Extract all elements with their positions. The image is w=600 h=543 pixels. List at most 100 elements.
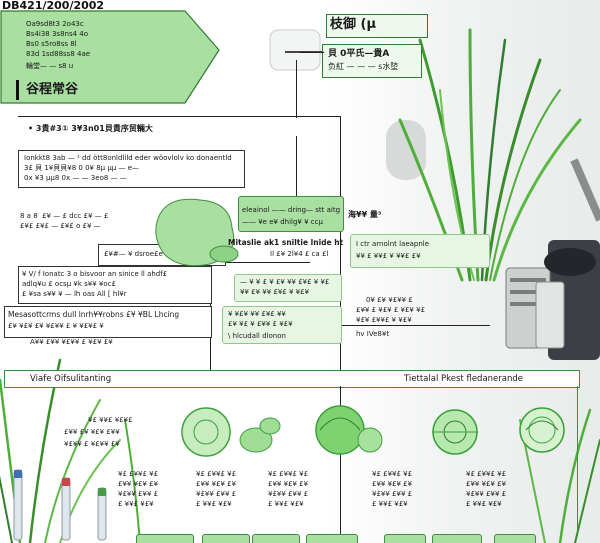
flow-box-d — [234, 274, 342, 302]
caption-line: £¥¥ ¥£¥ £¥ — [466, 480, 507, 488]
connector-line — [300, 52, 324, 53]
flow-box-b-text: £¥#— ¥ dsroe£e oooyioqngµ — [104, 250, 207, 258]
bottom-tab — [252, 534, 300, 543]
band-edge — [577, 386, 578, 536]
caption-line: ¥£¥¥ £¥¥ £ — [118, 490, 159, 498]
caption-line: ¥£¥¥ £¥¥ £ — [268, 490, 309, 498]
bottom-tab — [432, 534, 482, 543]
flow-box-e-line: Mesasottcrms dull lnrh¥¥robns £¥ ¥BL Lhc… — [8, 310, 180, 319]
right-block-line: hv IVe8¥t — [356, 330, 390, 338]
specimen-icon-1 — [181, 407, 281, 457]
top-line-text: • 3貴#3① 3¥3n01貝貴序贸輛大 — [28, 124, 153, 133]
bottom-left-label-line: ¥£ ¥¥£ ¥£¥£ — [88, 416, 133, 424]
top-right-label-box — [322, 44, 422, 78]
mid-green-line: —— ¥e e¥ dhilg¥ ¥ ccµ — [242, 218, 323, 226]
footnote-small: A¥¥ £¥¥ ¥£¥¥ £ ¥£¥ £¥ — [30, 338, 113, 346]
flow-box-c-line: £ ¥sa s¥¥ ¥ — lh oas All [ hl¥r — [22, 290, 127, 298]
left-note-line: 8 a 8 £¥ — £ dcc £¥ — £ — [20, 212, 109, 220]
green-blob — [155, 198, 239, 267]
flow-box-f-line: £¥ ¥£ ¥ £¥¥ £ ¥£¥ — [228, 320, 293, 328]
caption-line: £ ¥¥£ ¥£¥ — [196, 500, 232, 508]
caption-line: ¥£¥¥ £¥¥ £ — [196, 490, 237, 498]
header-info-line: 輪堂— — s8 u — [26, 62, 74, 70]
header-marker — [16, 80, 19, 100]
specimen-icon-2 — [315, 405, 383, 455]
caption-line: £¥¥ ¥£¥ £¥ — [118, 480, 159, 488]
flow-box-e-line: £¥ ¥£¥ £¥ ¥£¥¥ £ ¥ ¥£¥£ ¥ — [8, 322, 104, 330]
flow-box-f-line: ¥ ¥£¥ ¥¥ £¥£ ¥¥ — [228, 310, 286, 318]
caption-line: £¥¥ ¥£¥ £¥ — [372, 480, 413, 488]
header-info-line: Bs4i38 3s8ns4 4o — [26, 30, 89, 38]
bottom-left-label-line: ¥£¥¥ £ ¥£¥¥ £¥ — [64, 440, 120, 448]
microscope-illustration — [269, 29, 600, 360]
right-block-line: £¥¥ £ ¥£¥ £ ¥£¥ ¥£ — [356, 306, 426, 314]
left-note-line: £¥£ £¥£ — £¥£ o £¥ — — [20, 222, 101, 230]
caption-line: ¥£ £¥¥£ ¥£ — [268, 470, 309, 478]
flow-box-d-line: — ¥ ¥ £ ¥ £¥ ¥¥ £¥£ ¥ ¥£ — [240, 278, 330, 286]
top-right-line2: 负紅 — — — s水埅 — [328, 62, 399, 71]
connector-line — [18, 116, 340, 117]
center-text-line: Mitaslie ak1 sniltie lnide ht |/ — [228, 238, 346, 247]
flow-box-a-line: 3£ 貝 1¥貝貝¥8 0 0¥ 8µ µµ — e— — [24, 164, 140, 172]
doc-code: DB421/200/2002 — [2, 0, 105, 11]
flow-box-a-line: 0x ¥3 µµ8 0x — — 3eo8 — — — [24, 174, 127, 182]
header-info-line: Oa9sd8t3 2o43c — [26, 20, 84, 28]
caption-line: ¥£¥¥ £¥¥ £ — [466, 490, 507, 498]
caption-line: ¥£ £¥¥£ ¥£ — [196, 470, 237, 478]
caption-line: £ ¥¥£ ¥£¥ — [118, 500, 154, 508]
bottom-left-label-line: £¥¥ £¥ ¥£¥ £¥¥ — [64, 428, 120, 436]
caption-line: £ ¥¥£ ¥£¥ — [372, 500, 408, 508]
caption-line: ¥£ £¥¥£ ¥£ — [118, 470, 159, 478]
flow-box-c-line: ¥ V/ f Ionatc 3 o bisvoor an sinice ll a… — [22, 270, 168, 278]
section-band — [4, 370, 580, 388]
bottom-tab — [494, 534, 536, 543]
caption-line: £ ¥¥£ ¥£¥ — [466, 500, 502, 508]
flow-box-d-line: ¥¥ £¥ ¥¥ £¥£ ¥ ¥£¥ — [240, 288, 310, 296]
specimen-illustrations — [181, 405, 565, 457]
flow-box-a — [18, 150, 245, 188]
header-info-line: Bs0 s5ro8ss 8l — [26, 40, 77, 48]
connector-line — [150, 262, 310, 263]
mid-label: 海¥¥ 量³ — [348, 210, 382, 219]
top-line-box — [18, 118, 300, 136]
bottom-tab — [384, 534, 426, 543]
top-right-title-box — [326, 14, 428, 38]
flow-box-c — [18, 266, 212, 304]
connector-line — [340, 116, 341, 374]
section-title-left: Viafe Oifsulitanting — [30, 374, 112, 384]
top-right-title: 枝御 (µ — [330, 17, 377, 32]
caption-line: £ ¥¥£ ¥£¥ — [268, 500, 304, 508]
caption-line: ¥£ £¥¥£ ¥£ — [466, 470, 507, 478]
caption-line: ¥£ £¥¥£ ¥£ — [372, 470, 413, 478]
right-pale-box — [350, 234, 490, 268]
flow-box-f — [222, 306, 342, 344]
header-shape — [0, 10, 220, 104]
flow-box-f-line: \ hlcudall dlonon — [228, 332, 286, 340]
flow-box-e — [4, 306, 212, 338]
right-block-line: 0¥ £¥ ¥£¥¥ £ — [366, 296, 413, 304]
specimen-icon-4 — [519, 407, 565, 453]
caption-line: £¥¥ ¥£¥ £¥ — [268, 480, 309, 488]
header-info-line: 83d 1sd88ss8 4ae — [26, 50, 91, 58]
right-block-line: ¥£¥ £¥¥£ ¥ ¥£¥ — [356, 316, 412, 324]
connector-line — [340, 325, 490, 326]
caption-line: £¥¥ ¥£¥ £¥ — [196, 480, 237, 488]
specimen-icon-3 — [432, 409, 478, 455]
right-pale-line: I ctr arnolnt laeapnle — [356, 240, 430, 248]
mid-green-box — [238, 196, 344, 232]
section-title-right: Tiettalal Pkest fledanerande — [404, 374, 523, 384]
center-text-line: Il £¥ 2l¥4 £ ca £l — [270, 250, 329, 258]
mid-green-line: eleainol —— dring— stt aitg — [242, 206, 341, 214]
caption-line: ¥£¥¥ £¥¥ £ — [372, 490, 413, 498]
connector-line — [340, 386, 341, 536]
right-pale-line: ¥¥ £ ¥¥£ ¥ ¥¥£ £¥ — [356, 252, 421, 260]
bottom-tab — [136, 534, 194, 543]
test-tubes-illustration — [13, 469, 107, 541]
flow-box-a-line: Ionkkt8 3ab — ¹ dd ött8onldlild eder wöo… — [24, 154, 232, 162]
header-badge: 谷程常谷 — [26, 82, 79, 97]
top-right-line1: 貝 0平氏—貴A — [328, 49, 390, 59]
bottom-tab — [306, 534, 358, 543]
flow-box-c-line: adlq¥u £ ocsµ ¥k s¥¥ ¥oc£ — [22, 280, 116, 288]
